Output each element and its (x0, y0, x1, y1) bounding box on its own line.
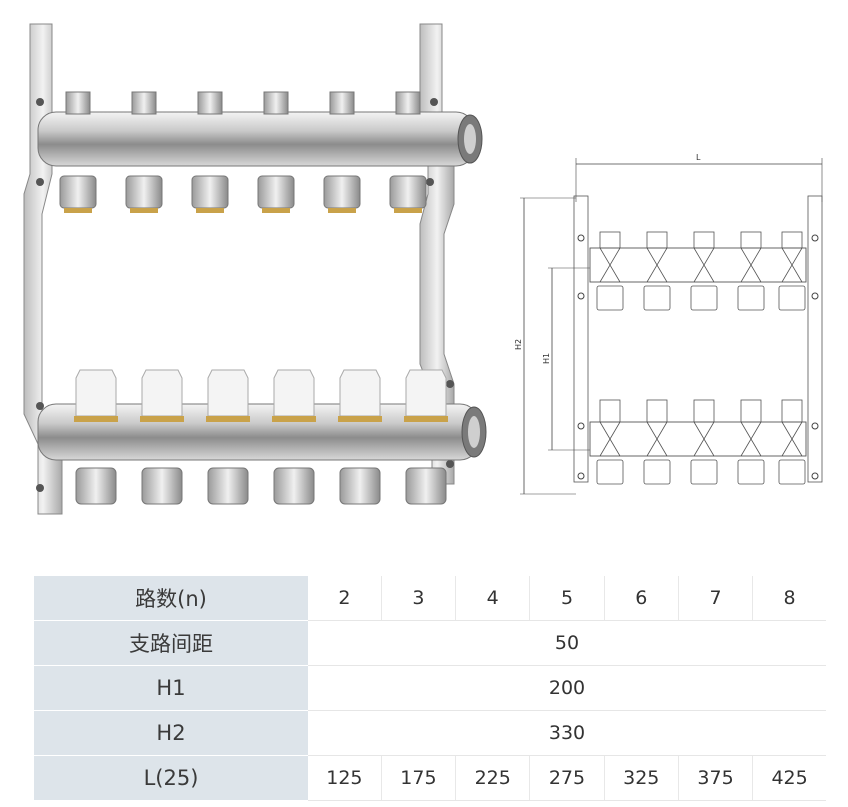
row-label-length: L(25) (34, 755, 308, 801)
circuits-value: 4 (455, 576, 530, 621)
length-value: 125 (308, 755, 382, 801)
row-label-branch-spacing: 支路间距 (34, 620, 308, 666)
length-value: 375 (677, 755, 753, 801)
length-value: 175 (380, 755, 456, 801)
dimension-label-h1: H1 (542, 353, 551, 364)
spec-table: 路数(n) 2 3 4 5 6 7 8 支路间距 50 H1 200 H2 33… (34, 576, 826, 801)
row-label-h2: H2 (34, 710, 308, 756)
circuits-value: 8 (752, 576, 826, 621)
top-manifold-bar (37, 111, 475, 167)
circuits-value: 5 (529, 576, 605, 621)
table-row-h2: H2 330 (34, 710, 826, 756)
length-value: 325 (603, 755, 679, 801)
row-label-h1: H1 (34, 665, 308, 711)
bottom-outlets (74, 369, 448, 505)
table-row-branch-spacing: 支路间距 50 (34, 620, 826, 666)
length-value: 225 (455, 755, 530, 801)
dimension-label-l: L (696, 153, 701, 162)
table-row-h1: H1 200 (34, 665, 826, 711)
left-bracket (23, 23, 63, 515)
top-outlets (59, 91, 427, 213)
h1-value: 200 (308, 665, 826, 711)
length-value: 275 (529, 755, 605, 801)
row-label-circuits: 路数(n) (34, 576, 308, 621)
circuits-value: 7 (677, 576, 753, 621)
manifold-photo (23, 23, 487, 515)
table-row-length: L(25) 125 175 225 275 325 375 425 (34, 755, 826, 801)
circuits-value: 2 (308, 576, 382, 621)
branch-spacing-value: 50 (308, 620, 826, 666)
h2-value: 330 (308, 710, 826, 756)
dimension-label-h2: H2 (514, 339, 523, 350)
circuits-value: 6 (603, 576, 679, 621)
length-value: 425 (752, 755, 826, 801)
circuits-value: 3 (380, 576, 456, 621)
table-row-circuits: 路数(n) 2 3 4 5 6 7 8 (34, 576, 826, 621)
dimension-drawing: L H2 H1 (514, 153, 823, 495)
